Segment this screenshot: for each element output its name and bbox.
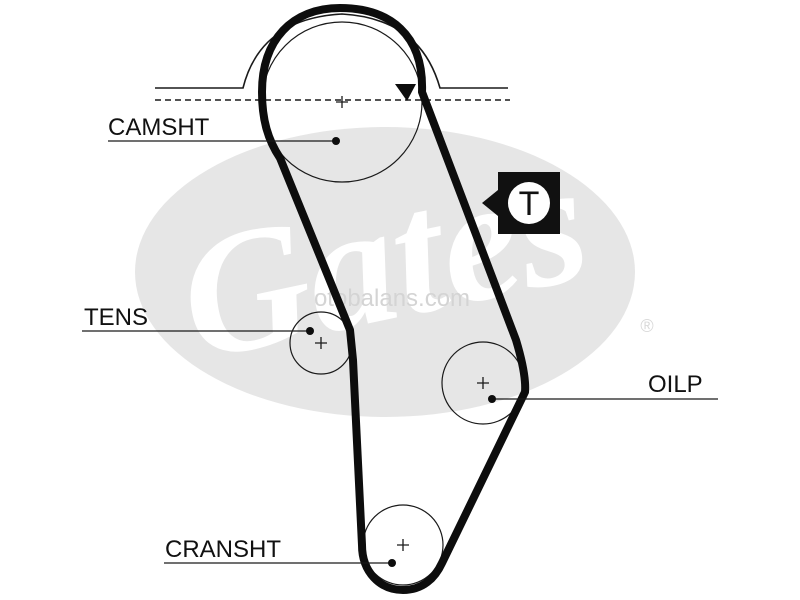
cylinder-head-outline	[155, 13, 510, 101]
tensioner-label: TENS	[84, 304, 148, 331]
camshaft-dot	[332, 137, 340, 145]
crankshaft-dot	[388, 559, 396, 567]
timing-mark-arrow	[395, 84, 416, 101]
oil-pump-center-cross	[477, 377, 489, 389]
crankshaft-label: CRANSHT	[165, 536, 281, 563]
oil-pump-dot	[488, 395, 496, 403]
crankshaft-center-cross	[397, 539, 409, 551]
camshaft-label: CAMSHT	[108, 114, 210, 141]
tension-check-icon	[508, 182, 550, 224]
tensioner-dot	[306, 327, 314, 335]
leader-lines	[82, 137, 718, 567]
camshaft-center-cross	[336, 96, 348, 108]
timing-belt	[258, 4, 530, 594]
tension-marker: T	[482, 172, 560, 234]
oil-pump-label: OILP	[648, 371, 703, 398]
gates-watermark: Gates otobalans.com ®	[135, 123, 654, 417]
tension-marker-letter: T	[519, 185, 540, 223]
watermark-registered-mark: ®	[640, 316, 653, 336]
tensioner-center-cross	[315, 337, 327, 349]
head-outline-path	[155, 13, 508, 89]
tension-marker-pointer	[482, 190, 498, 216]
